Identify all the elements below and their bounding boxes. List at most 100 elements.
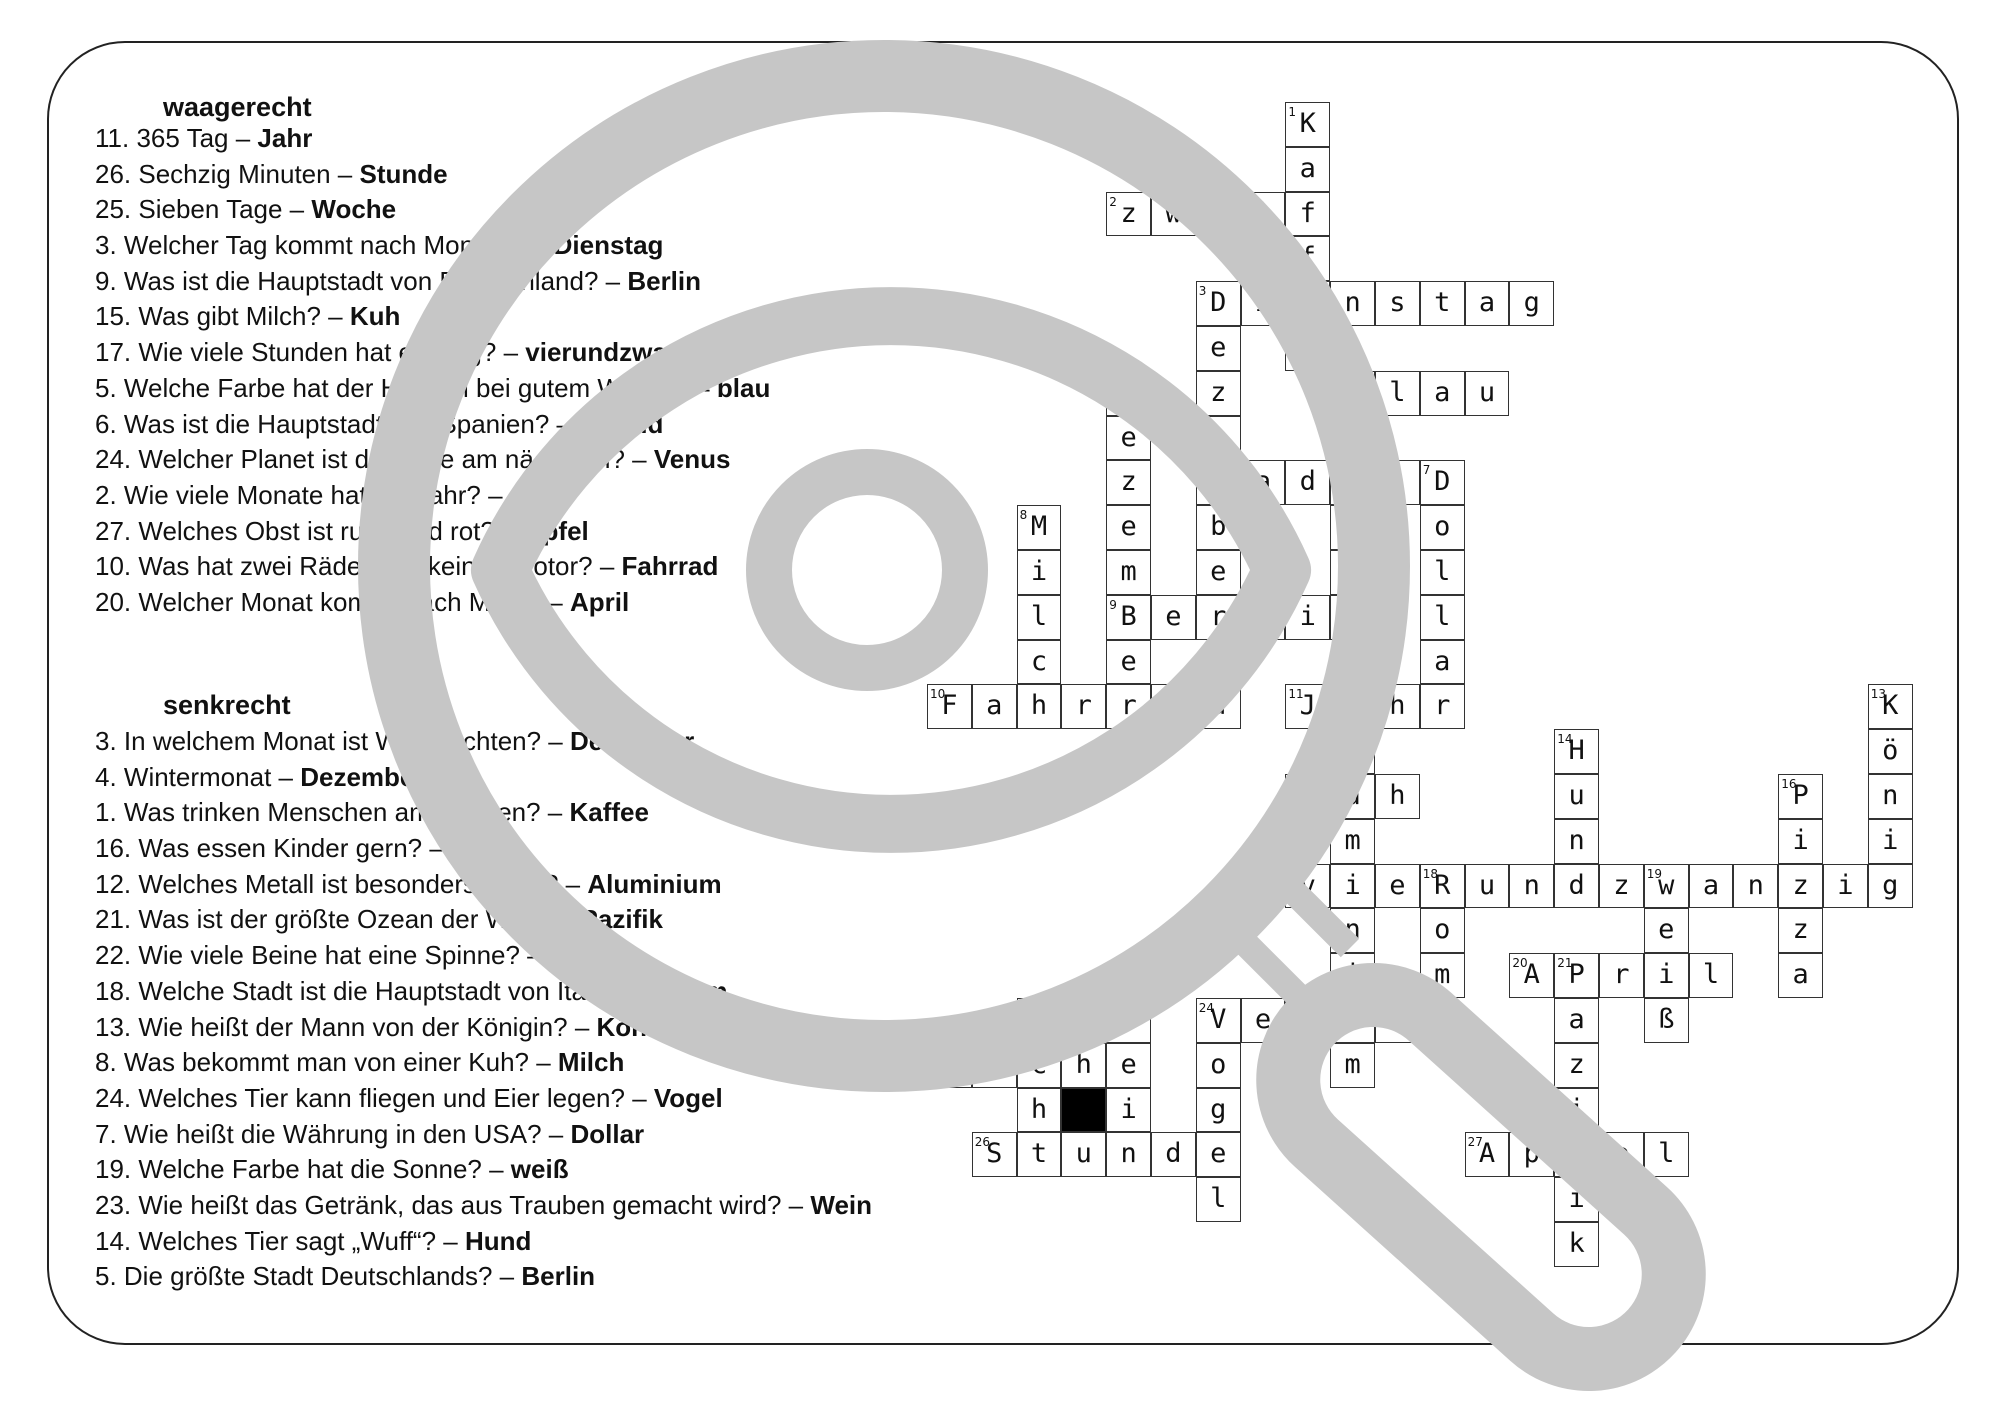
clue-question: 4. Wintermonat – [95,761,301,792]
grid-cell: o [971,1042,1017,1088]
page-title: Lösung [838,66,968,107]
clue-answer: vierundzwanzig [525,337,719,368]
grid-cell: r [1106,684,1151,730]
grid-cell: f [1285,236,1331,282]
clue-question: 26. Sechzig Minuten – [95,158,360,189]
grid-cell: l [1330,505,1375,550]
grid-cell: i [1554,1087,1599,1133]
clue-question: 1. Was trinken Menschen am Morgen? – [95,797,570,828]
grid-cell: b [1195,505,1241,550]
clue-number: 19 [1646,866,1663,881]
grid-cell: n [1867,774,1913,819]
clue-number: 9 [1109,597,1117,612]
grid-cell: z [1778,908,1823,954]
clue-answer: Dezember [300,761,425,792]
clue-answer: Pizza [451,833,517,864]
grid-cell: f [1554,1132,1599,1178]
grid-cell: a [1285,146,1331,192]
grid-cell: e [1195,326,1241,371]
grid-cell: ß [1643,998,1689,1043]
clue-item: 24. Welches Tier kann fliegen und Eier l… [95,1081,872,1117]
clue-answer: Vogel [653,1082,723,1113]
clue-item: 10. Was hat zwei Räder und keinen Motor?… [95,549,770,585]
grid-cell: l [1375,370,1420,416]
clue-answer: Madrid [578,408,664,439]
clue-number: 20 [1512,956,1528,971]
clue-answer: blau [716,372,771,403]
clue-answer: Pazifik [580,904,663,935]
grid-cell: e [1285,326,1331,371]
grid-cell: l [1330,729,1375,774]
clue-question: 10. Was hat zwei Räder und keinen Motor?… [95,551,622,582]
clue-answer: Wein [810,1189,873,1220]
grid-cell: c [1016,1042,1062,1088]
grid-cell: s [1375,281,1420,326]
clue-item: 11. 365 Tag – Jahr [95,121,770,157]
clue-number: 18 [1422,866,1439,881]
grid-cell: e [1195,1132,1241,1178]
grid-cell: d [1195,684,1241,730]
clue-question: 18. Welche Stadt ist die Hauptstadt von … [95,975,670,1006]
clue-item: 26. Sechzig Minuten – Stunde [95,157,770,193]
grid-cell: H [1554,729,1599,774]
grid-cell: r [1419,684,1465,730]
clue-question: 22. Wie viele Beine hat eine Spinne? – [95,940,549,971]
clue-answer: Kuh [349,301,401,332]
grid-cell: h [1375,684,1420,730]
grid-cell: a [1419,370,1465,416]
clue-number: 25 [930,1045,946,1060]
grid-cell: m [1330,1042,1375,1088]
grid-cell: g [1509,281,1555,326]
grid-cell: i [1240,281,1286,326]
clue-item: 23. Wie heißt das Getränk, das aus Traub… [95,1188,872,1224]
clue-number: 1 [1288,105,1297,119]
clue-number: 23 [1109,1001,1125,1015]
down-clue-list: 3. In welchem Monat ist Weihnachten? – D… [95,724,872,1295]
clue-number: 3 [1198,284,1207,299]
clue-answer: Rom [669,975,728,1006]
grid-cell: i [1285,594,1331,640]
clue-answer: Dienstag [553,230,664,261]
grid-cell: e [1285,281,1331,326]
grid-cell: u [1554,774,1599,819]
clue-item: 6. Was ist die Hauptstadt von Spanien? –… [95,407,770,443]
clue-answer: Berlin [521,1261,596,1292]
clue-item: 24. Welcher Planet ist der Erde am nächs… [95,442,770,478]
clue-question: 14. Welches Tier sagt „Wuff“? – [95,1225,465,1256]
clue-answer: Kaffee [569,797,649,828]
grid-cell: e [1106,415,1151,461]
clue-answer: Dollar [570,1118,645,1149]
clue-number: 22 [1019,1001,1035,1015]
grid-cell: i [1778,818,1823,864]
clue-answer: Venus [653,444,731,475]
grid-cell: z [1778,863,1823,909]
clue-number: 15 [1288,777,1304,791]
clue-answer: Woche [311,194,397,225]
clue-question: 21. Was ist der größte Ozean der Welt? – [95,904,581,935]
grid-cell: i [1330,953,1375,998]
grid-cell: n [1285,998,1331,1043]
grid-cell: i [1867,818,1913,864]
grid-cell: e [1106,639,1151,685]
clue-number: 8 [1019,508,1028,523]
black-cell [1061,1087,1107,1133]
grid-cell: R [1419,863,1465,909]
clue-question: 13. Wie heißt der Mann von der Königin? … [95,1011,597,1042]
clue-question: 17. Wie viele Stunden hat ein Tag? – [95,337,526,368]
grid-cell: l [1419,550,1465,595]
clue-answer: König [596,1011,671,1042]
grid-cell: i [1106,1087,1151,1133]
grid-cell: u [1464,370,1510,416]
grid-cell: e [1195,550,1241,595]
grid-cell: a [1688,863,1734,909]
grid-cell: o [1195,1042,1241,1088]
clue-item: 15. Was gibt Milch? – Kuh [95,299,770,335]
across-heading: waagerecht [163,92,312,122]
grid-cell: a [1778,953,1823,998]
clue-number: 5 [1333,373,1341,388]
clue-item: 17. Wie viele Stunden hat ein Tag? – vie… [95,335,770,371]
clue-answer: acht [548,940,603,971]
grid-cell: z [1106,460,1151,506]
grid-cell: e [1195,415,1241,461]
grid-cell: z [1195,370,1241,416]
